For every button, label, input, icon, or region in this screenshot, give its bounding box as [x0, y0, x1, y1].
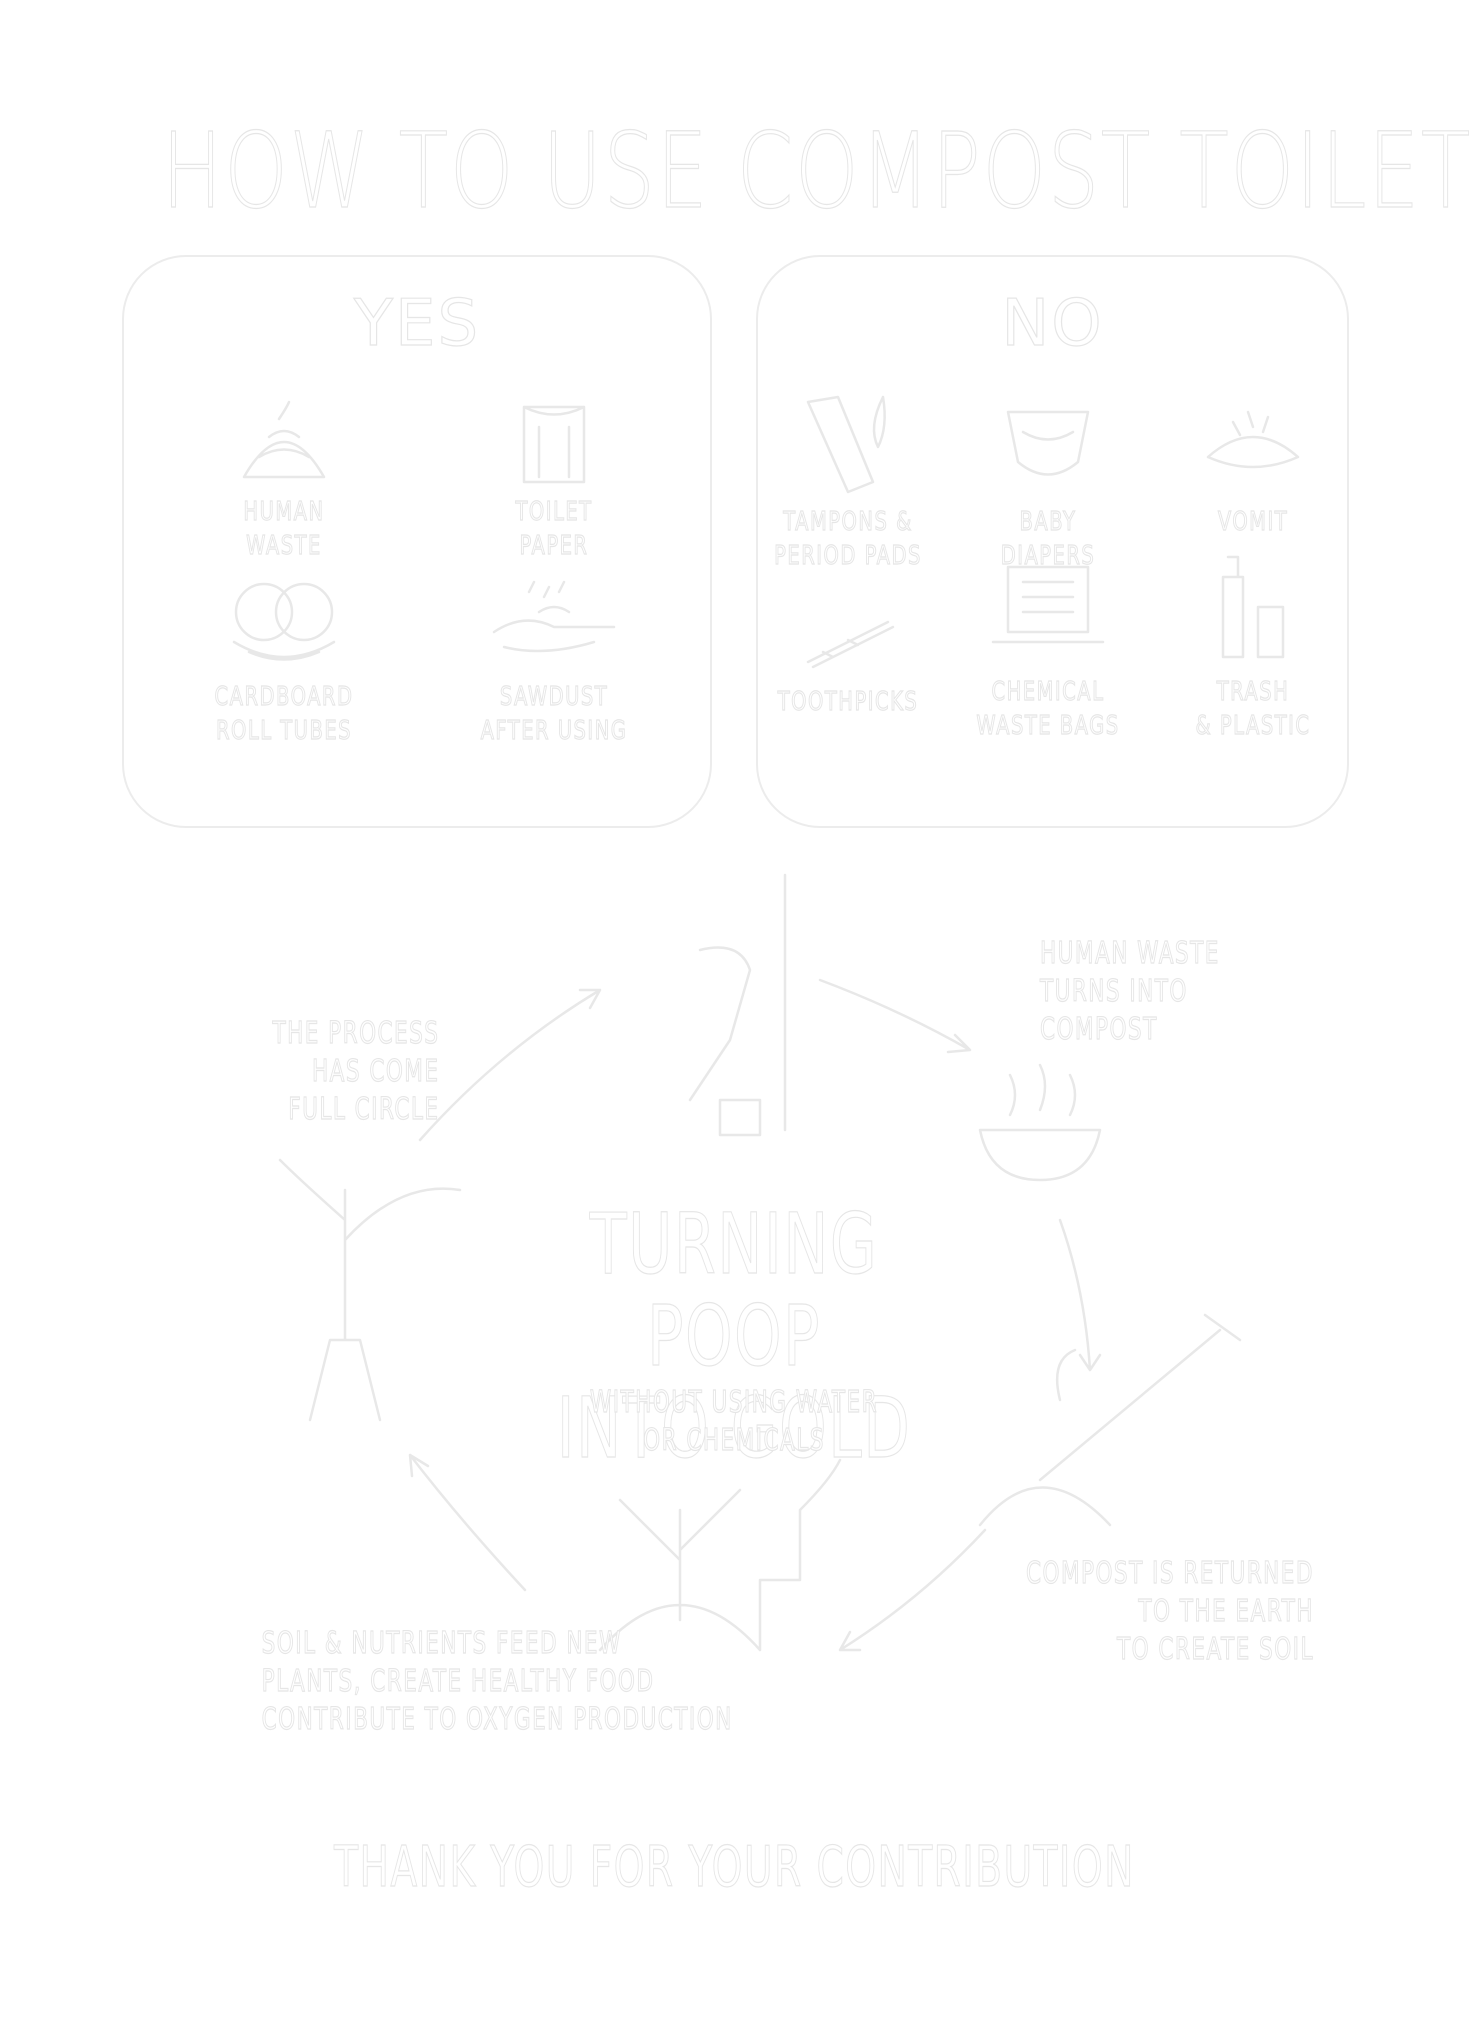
toothpick-icon [806, 620, 895, 669]
yes-item-label: CARDBOARD ROLL TUBES [214, 681, 354, 746]
cardboard-roll-icon [232, 582, 336, 661]
no-item-label: TAMPONS & PERIOD PADS [774, 506, 922, 571]
cycle-diagram [278, 873, 1242, 1652]
no-item-tampons: TAMPONS & PERIOD PADS [748, 387, 948, 573]
cycle-arrow [818, 978, 972, 1054]
vomit-icon [1206, 410, 1300, 469]
toilet-paper-icon [522, 405, 586, 484]
tree-icon [278, 1158, 462, 1422]
yes-item-cardboard-roll: CARDBOARD ROLL TUBES [184, 572, 384, 748]
no-heading: NO [1001, 286, 1104, 361]
no-item-label: CHEMICAL WASTE BAGS [976, 676, 1120, 741]
tampon-pad-icon [806, 395, 886, 494]
compost-bowl-icon [978, 1063, 1102, 1182]
cycle-step-compost-text: HUMAN WASTE TURNS INTO COMPOST [1039, 935, 1220, 1047]
yes-item-label: TOILET PAPER [515, 496, 593, 561]
no-item-chemical-bags: CHEMICAL WASTE BAGS [948, 547, 1148, 743]
cycle-center-title: TURNING POOP INTO GOLD [556, 1195, 912, 1477]
no-item-vomit: VOMIT [1153, 387, 1353, 539]
no-item-trash: TRASH & PLASTIC [1153, 547, 1353, 743]
diaper-icon [1006, 410, 1090, 476]
yes-item-toilet-paper: TOILET PAPER [454, 397, 654, 563]
poop-icon [242, 400, 326, 479]
trash-bottle-icon [1221, 555, 1285, 659]
yes-item-human-waste: HUMAN WASTE [184, 397, 384, 563]
cycle-arrow [838, 1528, 987, 1652]
page-title: HOW TO USE COMPOST TOILETS [161, 109, 1469, 232]
sawdust-hand-icon [492, 580, 616, 653]
no-item-label: TRASH & PLASTIC [1195, 676, 1311, 741]
yes-item-label: SAWDUST AFTER USING [480, 681, 628, 746]
no-item-label: TOOTHPICKS [777, 686, 919, 717]
cycle-step-plants-text: SOIL & NUTRIENTS FEED NEW PLANTS, CREATE… [261, 1625, 733, 1737]
no-item-toothpicks: TOOTHPICKS [748, 607, 948, 719]
yes-item-sawdust: SAWDUST AFTER USING [454, 572, 654, 748]
cycle-step-full-circle-text: THE PROCESS HAS COME FULL CIRCLE [272, 1015, 440, 1127]
cycle-center-subtitle: WITHOUT USING WATER OR CHEMICALS [589, 1384, 879, 1458]
yes-panel: YES HUMAN WASTE TOILET PAPER CARDBOARD R… [122, 255, 712, 828]
no-panel: NO TAMPONS & PERIOD PADS BABY DIAPERS VO… [756, 255, 1349, 828]
yes-heading: YES [353, 286, 481, 361]
cycle-arrow [1058, 1218, 1102, 1372]
shovel-mound-icon [978, 1313, 1242, 1527]
cycle-arrow [418, 988, 602, 1142]
cycle-arrow [408, 1453, 527, 1592]
cycle-step-earth-text: COMPOST IS RETURNED TO THE EARTH TO CREA… [1025, 1555, 1314, 1667]
plant-growth-icon [598, 1458, 842, 1652]
chemical-bag-icon [991, 565, 1105, 644]
no-item-label: VOMIT [1217, 506, 1289, 537]
person-on-toilet-icon [688, 873, 787, 1137]
no-item-diapers: BABY DIAPERS [948, 387, 1148, 573]
yes-item-label: HUMAN WASTE [243, 496, 325, 561]
footer-thanks: THANK YOU FOR YOUR CONTRIBUTION [334, 1834, 1135, 1900]
